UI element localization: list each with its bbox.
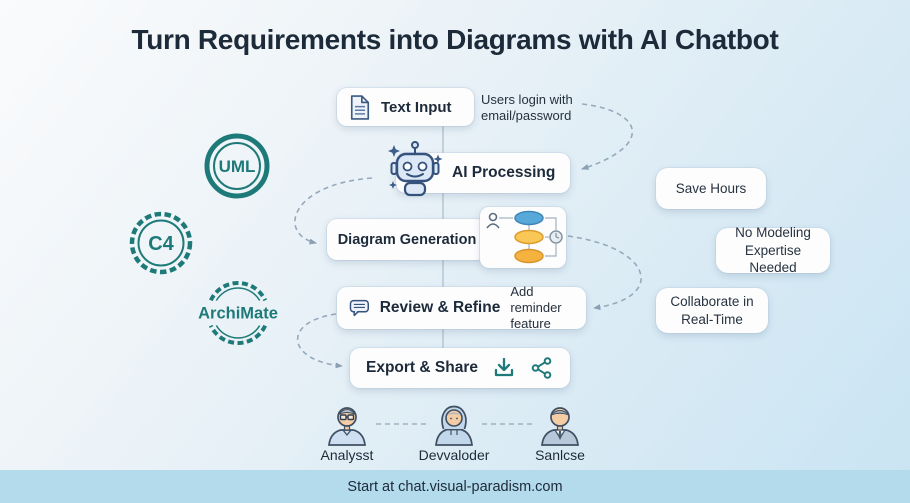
person-label-business: Sanlcse xyxy=(535,447,585,463)
step-label-ai-processing: AI Processing xyxy=(452,164,556,181)
step-card-review-refine: Review & Refine Add reminder feature xyxy=(337,284,586,331)
arrow-review-to-export xyxy=(296,313,343,369)
footer-bar: Start at chat.visual-paradism.com xyxy=(0,470,910,503)
archimate-badge: ArchiMate xyxy=(198,281,278,345)
archimate-badge-label: ArchiMate xyxy=(198,305,278,323)
person-label-analyst: Analysst xyxy=(320,447,374,463)
share-icon xyxy=(531,357,552,379)
business-avatar xyxy=(541,407,579,446)
robot-icon xyxy=(388,141,443,197)
generated-diagram-preview xyxy=(480,207,566,268)
footer-cta-text: Start at chat.visual-paradism.com xyxy=(347,478,563,495)
uml-badge-label: UML xyxy=(219,157,256,176)
step-card-diagram-generation: Diagram Generation xyxy=(327,219,487,260)
step-label-export-share: Export & Share xyxy=(366,359,478,376)
c4-badge-label: C4 xyxy=(148,233,174,255)
page-title: Turn Requirements into Diagrams with AI … xyxy=(131,24,779,55)
annotation-users-login: Users login with email/password xyxy=(481,92,573,123)
benefit-label-no-expertise: No Modeling Expertise Needed xyxy=(735,225,811,276)
document-icon xyxy=(350,94,370,120)
analyst-avatar xyxy=(328,407,366,446)
c4-badge: C4 xyxy=(129,211,193,275)
download-icon xyxy=(494,357,514,377)
step-card-export-share: Export & Share xyxy=(350,348,570,388)
step-card-text-input: Text Input xyxy=(337,88,474,126)
benefit-card-collaborate: Collaborate in Real-Time xyxy=(656,288,768,333)
chat-bubble-icon xyxy=(349,299,369,317)
step-label-review-refine: Review & Refine xyxy=(379,299,501,316)
benefit-card-no-expertise: No Modeling Expertise Needed xyxy=(716,225,830,275)
annotation-add-reminder: Add reminder feature xyxy=(510,284,562,331)
benefit-label-save-hours: Save Hours xyxy=(675,180,747,196)
step-label-text-input: Text Input xyxy=(381,98,452,116)
arrow-textinput-to-ai xyxy=(581,103,634,170)
developer-avatar xyxy=(435,405,473,446)
benefit-label-collaborate: Collaborate in Real-Time xyxy=(670,293,754,327)
mini-diagram-icon xyxy=(486,210,563,264)
step-label-diagram-generation: Diagram Generation xyxy=(337,231,477,248)
person-label-developer: Devvaloder xyxy=(418,447,490,463)
uml-badge: UML xyxy=(204,133,270,199)
benefit-card-save-hours: Save Hours xyxy=(656,168,766,209)
step-card-ai-processing: AI Processing xyxy=(388,141,570,197)
